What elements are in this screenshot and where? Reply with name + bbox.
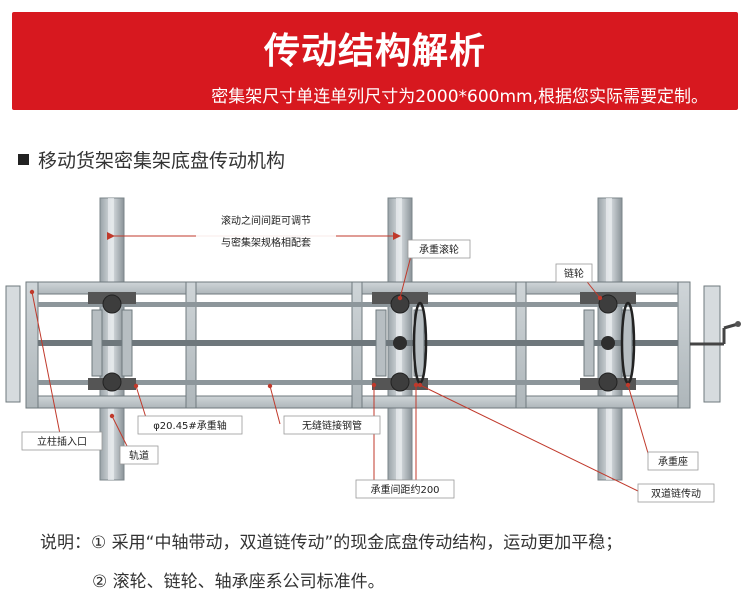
label-sprocket: 链轮 bbox=[564, 267, 584, 280]
label-load-roller: 承重滚轮 bbox=[419, 243, 459, 256]
label-spacing-line1: 滚动之间间距可调节 bbox=[221, 214, 311, 227]
section-title: 移动货架密集架底盘传动机构 bbox=[38, 150, 286, 172]
label-axle: φ20.45#承重轴 bbox=[153, 419, 227, 432]
chassis-transmission-diagram: 滚动之间间距可调节 与密集架规格相配套 承重滚轮 链轮 立柱插入口 轨道 φ20… bbox=[5, 197, 741, 503]
label-spacing-line2: 与密集架规格相配套 bbox=[221, 236, 311, 249]
label-load-spacing: 承重间距约200 bbox=[370, 483, 439, 496]
label-column-slot: 立柱插入口 bbox=[37, 435, 87, 448]
banner-subtitle: 密集架尺寸单连单列尺寸为2000*600mm,根据您实际需要定制。 bbox=[211, 87, 708, 107]
note-line-2: ② 滚轮、链轮、轴承座系公司标准件。 bbox=[92, 572, 385, 592]
square-bullet-icon bbox=[18, 154, 29, 165]
label-dual-chain: 双道链传动 bbox=[651, 487, 701, 500]
label-bearing-seat: 承重座 bbox=[658, 455, 688, 468]
label-seamless-tube: 无缝链接钢管 bbox=[302, 419, 362, 432]
header-banner: 传动结构解析 密集架尺寸单连单列尺寸为2000*600mm,根据您实际需要定制。 bbox=[12, 12, 738, 110]
end-plates bbox=[5, 285, 741, 403]
chassis-frame bbox=[25, 281, 691, 409]
note-line-1: 说明：① 采用“中轴带动，双道链传动”的现金底盘传动结构，运动更加平稳； bbox=[40, 533, 623, 553]
roller-assemblies bbox=[88, 292, 636, 392]
annotation-labels: 滚动之间间距可调节 与密集架规格相配套 承重滚轮 链轮 立柱插入口 轨道 φ20… bbox=[21, 210, 715, 503]
banner-title: 传动结构解析 bbox=[263, 31, 486, 72]
label-track: 轨道 bbox=[129, 449, 149, 462]
